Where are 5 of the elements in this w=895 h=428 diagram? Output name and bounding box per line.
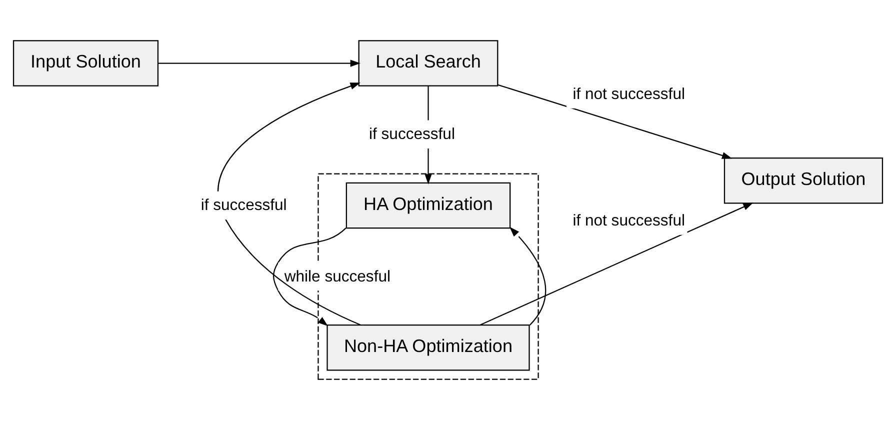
- edge-label: if successful: [368, 126, 454, 143]
- edge-label: if not successful: [572, 212, 684, 229]
- edge-label: if not successful: [572, 86, 684, 103]
- edge-label: while succesful: [284, 268, 390, 285]
- edge-label: if successful: [200, 196, 286, 214]
